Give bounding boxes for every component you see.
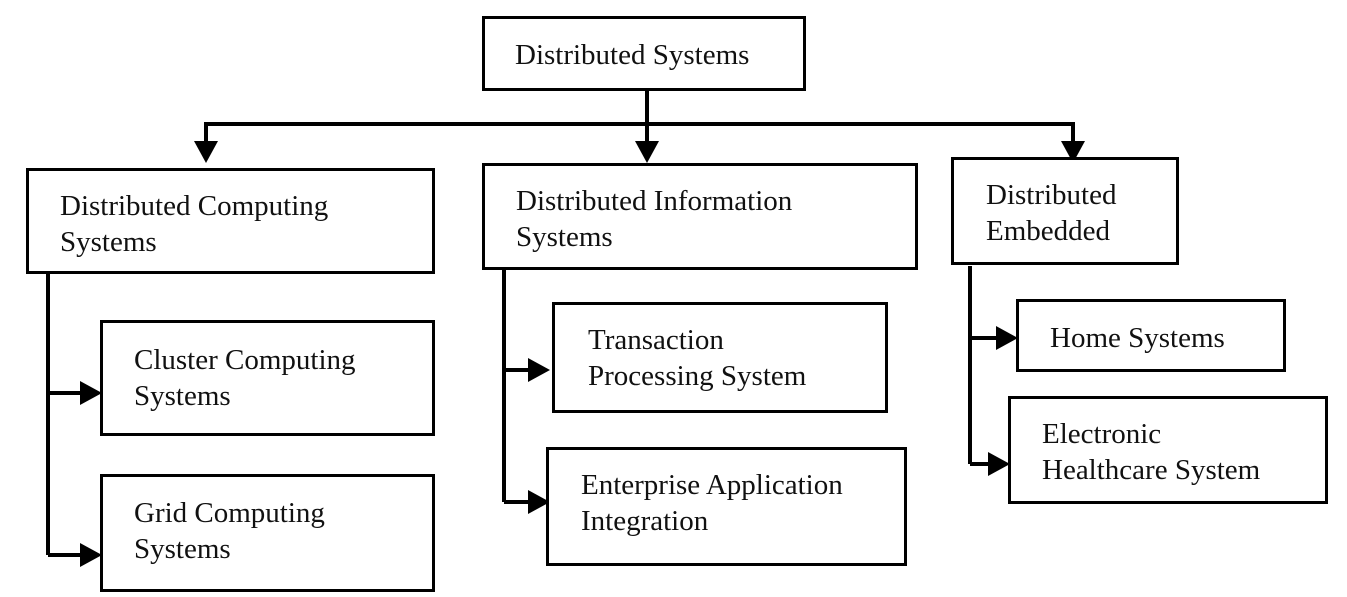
arrowhead-embedded xyxy=(1061,141,1085,163)
node-label-line: Systems xyxy=(60,226,157,258)
arrowhead-computing xyxy=(194,141,218,163)
node-label-line: Processing System xyxy=(588,360,807,392)
arrowhead-enterprise xyxy=(528,490,550,514)
node-label-line: Grid Computing xyxy=(134,497,325,529)
node-label-line: Distributed Systems xyxy=(515,39,750,71)
category-node-distributed-information-systems: Distributed Information Systems xyxy=(482,163,918,270)
root-node-distributed-systems: Distributed Systems xyxy=(482,16,806,91)
category-node-distributed-computing-systems: Distributed Computing Systems xyxy=(26,168,435,274)
node-label-line: Systems xyxy=(134,380,231,412)
leaf-node-home-systems: Home Systems xyxy=(1016,299,1286,372)
node-label-line: Systems xyxy=(516,221,613,253)
node-label-line: Embedded xyxy=(986,215,1111,247)
leaf-node-electronic-healthcare-system: Electronic Healthcare System xyxy=(1008,396,1328,504)
category-node-distributed-embedded: Distributed Embedded xyxy=(951,157,1179,265)
arrowhead-information xyxy=(635,141,659,163)
leaf-node-enterprise-application-integration: Enterprise Application Integration xyxy=(546,447,907,566)
node-label-line: Home Systems xyxy=(1050,322,1225,354)
leaf-node-cluster-computing-systems: Cluster Computing Systems xyxy=(100,320,435,436)
node-label-line: Distributed Computing xyxy=(60,190,329,222)
node-label-line: Distributed xyxy=(986,179,1117,211)
node-label-line: Systems xyxy=(134,533,231,565)
leaf-node-transaction-processing-system: Transaction Processing System xyxy=(552,302,888,413)
arrowhead-home xyxy=(996,326,1018,350)
node-label-line: Integration xyxy=(581,505,709,537)
node-label-line: Enterprise Application xyxy=(581,469,843,501)
node-label-line: Distributed Information xyxy=(516,185,793,217)
leaf-node-grid-computing-systems: Grid Computing Systems xyxy=(100,474,435,592)
node-label-line: Electronic xyxy=(1042,418,1162,450)
node-label-line: Transaction xyxy=(588,324,724,356)
node-label-line: Healthcare System xyxy=(1042,454,1261,486)
arrowhead-cluster xyxy=(80,381,102,405)
arrowhead-healthcare xyxy=(988,452,1010,476)
arrowhead-grid xyxy=(80,543,102,567)
arrowhead-transaction xyxy=(528,358,550,382)
node-label-line: Cluster Computing xyxy=(134,344,356,376)
